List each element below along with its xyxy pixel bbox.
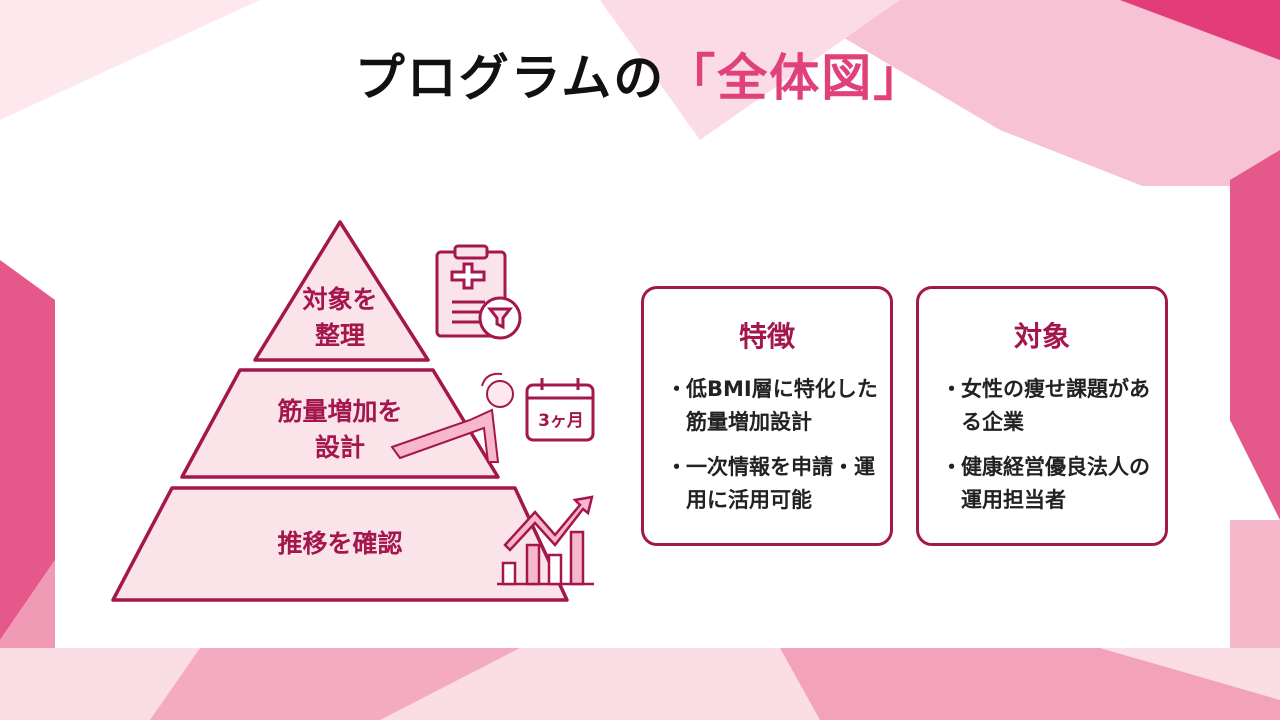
features-heading: 特徴 [738, 320, 795, 353]
clipboard-filter-icon [435, 244, 522, 340]
list-item: 低BMI層に特化した筋量増加設計 [666, 373, 880, 439]
pyramid-top-line2: 整理 [314, 321, 365, 350]
pyramid-bottom [111, 486, 569, 602]
pyramid-middle-line2: 設計 [314, 433, 365, 462]
pyramid-middle-label: 筋量増加を 設計 [250, 394, 430, 466]
woman-pushup-icon [390, 372, 514, 463]
target-heading: 対象 [1013, 320, 1070, 353]
calendar-label: 3ヶ月 [538, 411, 584, 431]
pyramid-top [253, 220, 430, 362]
page-title: プログラムの「全体図」 [0, 38, 1280, 110]
title-main: プログラムの [354, 49, 666, 107]
list-item: 女性の痩せ課題がある企業 [941, 373, 1155, 439]
calendar-icon [525, 378, 595, 442]
features-card: 特徴 低BMI層に特化した筋量増加設計 一次情報を申請・運用に活用可能 [641, 286, 893, 546]
title-accent: 「全体図」 [665, 49, 926, 107]
pyramid-bottom-label: 推移を確認 [277, 529, 403, 558]
pyramid-top-label: 対象を 整理 [270, 282, 410, 354]
growth-chart-icon [497, 495, 594, 586]
pyramid-top-line1: 対象を [302, 285, 378, 314]
target-card: 対象 女性の痩せ課題がある企業 健康経営優良法人の運用担当者 [916, 286, 1168, 546]
list-item: 一次情報を申請・運用に活用可能 [666, 451, 880, 517]
list-item: 健康経営優良法人の運用担当者 [941, 451, 1155, 517]
pyramid-middle-line1: 筋量増加を [277, 397, 403, 426]
